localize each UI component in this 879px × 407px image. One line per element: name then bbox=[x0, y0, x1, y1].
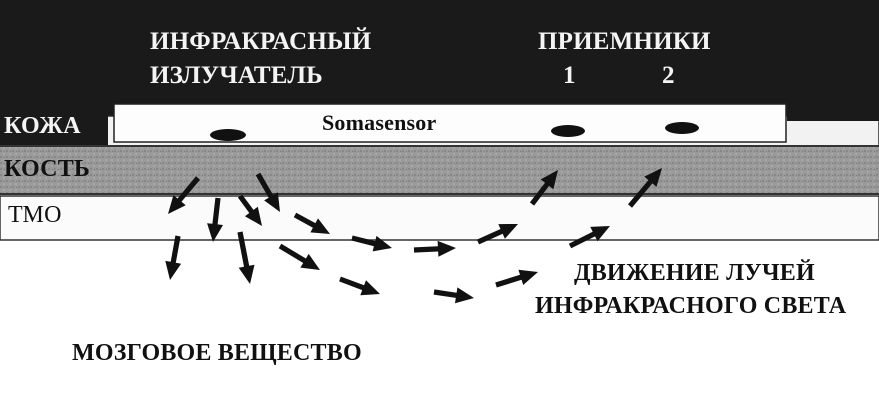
light-arrow-7 bbox=[293, 212, 330, 234]
bone-layer bbox=[0, 146, 879, 194]
skin-label: КОЖА bbox=[4, 113, 81, 139]
light-arrow-2 bbox=[165, 235, 182, 280]
somasensor-label: Somasensor bbox=[322, 110, 437, 135]
receiver-1-number: 1 bbox=[563, 62, 576, 89]
light-arrow-12 bbox=[278, 243, 320, 270]
emitter-label-line1: ИНФРАКРАСНЫЙ bbox=[150, 28, 372, 55]
top-dark-band bbox=[0, 0, 879, 116]
receiver-1-dot bbox=[551, 125, 585, 137]
skin-right-block bbox=[787, 108, 879, 121]
emitter-dot bbox=[210, 129, 246, 141]
light-arrow-13 bbox=[339, 276, 380, 296]
emitter-label-line2: ИЗЛУЧАТЕЛЬ bbox=[150, 62, 323, 89]
light-arrow-16 bbox=[568, 226, 610, 249]
receivers-label: ПРИЕМНИКИ bbox=[538, 28, 711, 55]
light-arrow-3 bbox=[207, 197, 223, 242]
light-arrow-9 bbox=[413, 240, 456, 257]
skin-label-block bbox=[0, 112, 108, 146]
light-path-arrows bbox=[165, 168, 662, 304]
light-arrow-11 bbox=[529, 170, 558, 206]
light-arrow-10 bbox=[476, 224, 518, 245]
light-arrow-1 bbox=[168, 176, 200, 214]
light-arrow-17 bbox=[628, 168, 662, 208]
receiver-2-dot bbox=[665, 122, 699, 134]
brain-tissue-label: МОЗГОВОЕ ВЕЩЕСТВО bbox=[72, 340, 362, 366]
light-arrow-6 bbox=[255, 172, 280, 212]
bone-label: КОСТЬ bbox=[4, 156, 90, 182]
light-motion-label-line2: ИНФРАКРАСНОГО СВЕТА bbox=[535, 293, 847, 319]
light-motion-label-line1: ДВИЖЕНИЕ ЛУЧЕЙ bbox=[574, 260, 815, 286]
dura-layer bbox=[0, 196, 879, 240]
light-arrow-15 bbox=[495, 269, 538, 288]
receiver-2-number: 2 bbox=[662, 62, 675, 89]
light-arrow-8 bbox=[351, 235, 392, 252]
light-arrow-4 bbox=[237, 231, 255, 284]
light-arrow-14 bbox=[433, 287, 474, 304]
dura-label: ТМО bbox=[8, 202, 62, 228]
light-arrow-5 bbox=[237, 194, 262, 226]
